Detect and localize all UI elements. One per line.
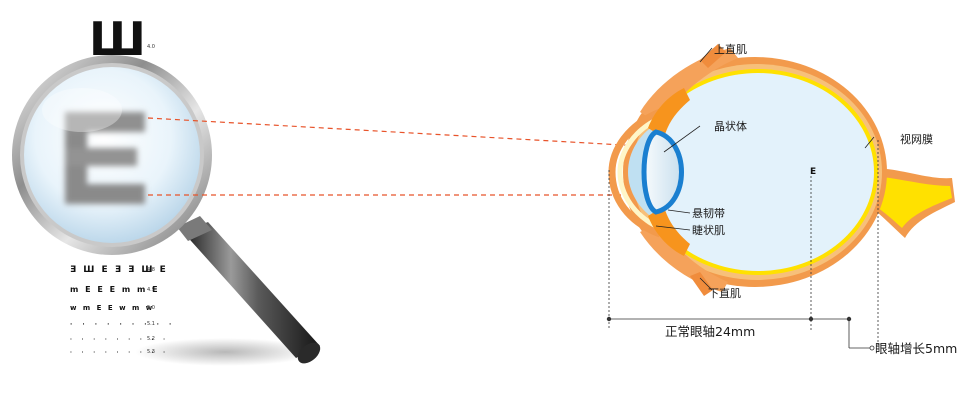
chart-top-score: 4.0 xyxy=(147,44,155,50)
chart-row-score-1: 4.8 xyxy=(147,267,155,273)
label-lens: 晶状体 xyxy=(714,119,747,133)
measurement-guides xyxy=(606,140,879,351)
crystalline-lens xyxy=(641,129,684,215)
chart-row-2: m E E E m m E xyxy=(70,285,160,294)
magnifier xyxy=(12,55,212,255)
anatomy-labels: 上直肌 晶状体 视网膜 悬韧带 睫状肌 下直肌 xyxy=(692,42,933,300)
ciliary-body-bottom xyxy=(648,206,690,256)
label-superior-rectus: 上直肌 xyxy=(714,42,747,56)
chart-row-3: w m E E w m w xyxy=(70,304,154,312)
magnifier-handle xyxy=(177,216,321,364)
label-ciliary-muscle: 睫状肌 xyxy=(692,223,725,237)
blurred-letter-icon xyxy=(65,112,145,204)
inferior-rectus-muscle xyxy=(640,222,728,292)
chart-row-score-3: 5.0 xyxy=(147,305,155,311)
magnifier-shadow xyxy=(135,338,315,366)
chart-row-score-5: 5.2 xyxy=(147,336,155,342)
normal-axis-label: 正常眼轴24mm xyxy=(665,324,755,339)
cornea xyxy=(608,108,662,238)
chart-row-1: Ǝ Ш E Ǝ Ǝ Ш E xyxy=(70,265,168,275)
vitreous-body xyxy=(642,73,874,271)
chart-row-4: · · · · · · · · · xyxy=(70,321,175,328)
label-inferior-rectus: 下直肌 xyxy=(708,286,741,300)
chart-row-5: · · · · · · · · · xyxy=(70,337,169,343)
eye-cross-section: E xyxy=(608,44,955,296)
label-zonule: 悬韧带 xyxy=(692,207,725,220)
chart-row-score-2: 4.9 xyxy=(147,287,155,293)
leader-lines xyxy=(655,47,875,291)
extended-axis-label: 眼轴增长5mm xyxy=(875,341,957,356)
chart-rows: Ǝ Ш E Ǝ Ǝ Ш E4.8 m E E E m m E4.9 w m E E … xyxy=(70,265,175,356)
focus-letter: E xyxy=(810,167,816,177)
ciliary-body-top xyxy=(648,88,690,138)
label-retina: 视网膜 xyxy=(900,132,933,146)
chart-row-6: · · · · · · · · · xyxy=(70,350,169,356)
chart-row-score-4: 5.1 xyxy=(147,321,155,327)
